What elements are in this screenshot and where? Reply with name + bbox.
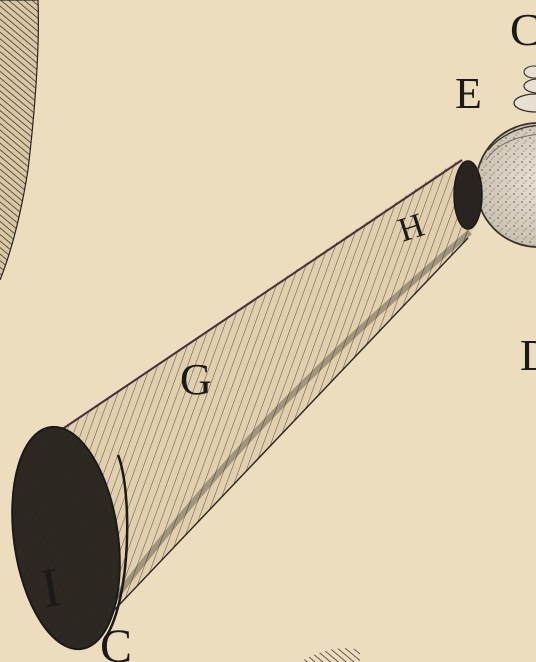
label-g: G (180, 355, 212, 404)
label-e: E (455, 69, 482, 118)
label-c-bottom: C (100, 620, 132, 662)
label-d: D (520, 331, 536, 380)
label-c-top: C (510, 4, 536, 55)
tube-neck-h (454, 161, 482, 229)
